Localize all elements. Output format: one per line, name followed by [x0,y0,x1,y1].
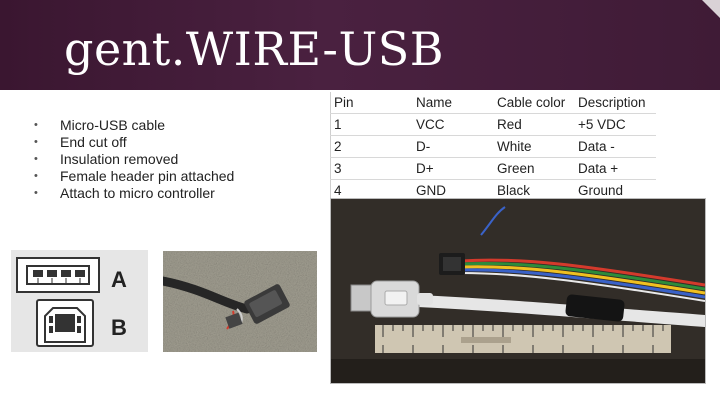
usb-connector-diagram: A B [11,250,148,352]
table-cell: 3 [330,157,413,180]
table-cell: D- [413,135,494,158]
table-cell: 1 [330,113,413,136]
table-row: 2 D- White Data - [330,135,656,158]
table-cell: Green [494,157,575,180]
table-cell: VCC [413,113,494,136]
table-cell: 2 [330,135,413,158]
cable-end-photo-graphic [163,251,317,352]
bullet-item: •Micro-USB cable [34,117,166,133]
usb-connector-graphic: A B [16,257,127,347]
usb-b-label: B [111,315,127,340]
header-corner-accent [702,0,720,18]
bullet-dot-icon: • [34,153,38,165]
table-header-row: Pin Name Cable color Description [330,92,656,114]
bullet-item: •Attach to micro controller [34,185,215,201]
table-cell: Red [494,113,575,136]
table-cell: GND [413,179,494,202]
usb-a-label: A [111,267,127,292]
table-cell: +5 VDC [575,113,656,136]
table-cell: White [494,135,575,158]
table-cell: Data - [575,135,656,158]
table-cell: Black [494,179,575,202]
table-row: 4 GND Black Ground [330,179,656,202]
header-band [0,0,720,90]
bullet-item: •End cut off [34,134,127,150]
usb-cable-photo [330,198,706,384]
usb-cable-photo-graphic [331,199,705,383]
table-cell: D+ [413,157,494,180]
usb-a-icon [16,257,100,293]
header-cell: Description [575,92,656,114]
bullet-dot-icon: • [34,170,38,182]
table-row: 1 VCC Red +5 VDC [330,113,656,136]
bullet-dot-icon: • [34,119,38,131]
bullet-dot-icon: • [34,136,38,148]
table-row: 3 D+ Green Data + [330,157,656,180]
table-cell: Data + [575,157,656,180]
bullet-dot-icon: • [34,187,38,199]
slide-title: gent.WIRE-USB [64,22,445,76]
bullet-item: •Insulation removed [34,151,179,167]
bullet-list: •Micro-USB cable •End cut off •Insulatio… [34,117,234,202]
header-cell: Name [413,92,494,114]
pin-table: Pin Name Cable color Description 1 VCC R… [330,92,656,202]
header-cell: Cable color [494,92,575,114]
bullet-item: •Female header pin attached [34,168,235,184]
header-cell: Pin [330,92,413,114]
cable-end-photo [163,251,317,352]
usb-b-icon [36,299,94,347]
